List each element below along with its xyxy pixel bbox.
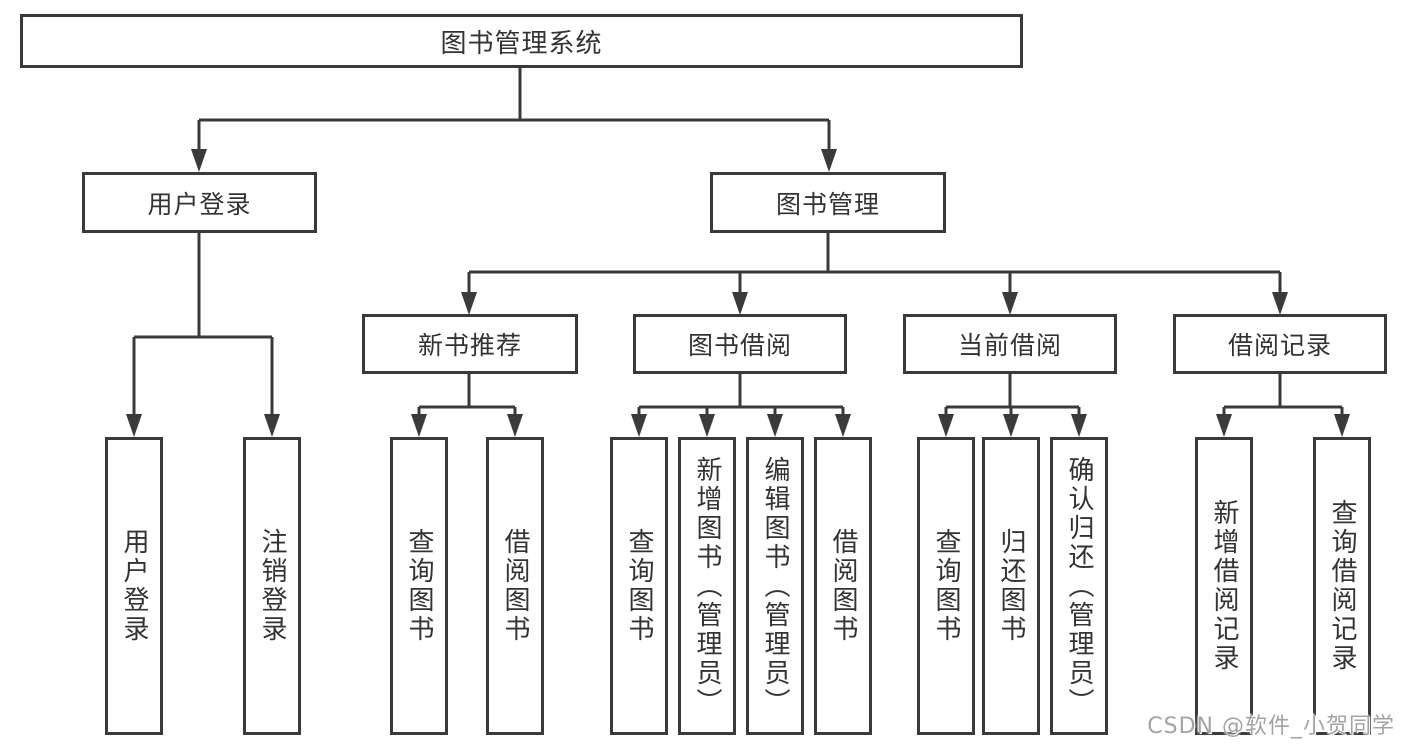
leaf-label: 查询图书 — [931, 528, 961, 644]
arrowhead — [631, 414, 647, 437]
arrowhead — [767, 414, 783, 437]
connector-bookmgmt-to-level3 — [467, 233, 1282, 295]
arrowhead — [938, 414, 954, 437]
leaf-label: 新增图书（管理员） — [692, 455, 722, 717]
leaf-borrow-books-recommend: 借阅图书 — [486, 437, 544, 735]
node-root: 图书管理系统 — [20, 14, 1023, 68]
connector-newbook-to-leaves — [417, 374, 517, 417]
arrowhead — [191, 149, 207, 172]
arrowhead — [126, 414, 142, 437]
node-book-borrowing: 图书借阅 — [633, 314, 847, 374]
arrowhead — [1003, 414, 1019, 437]
arrowhead — [699, 414, 715, 437]
arrowhead — [1216, 414, 1232, 437]
leaf-return-books: 归还图书 — [982, 437, 1040, 735]
leaf-add-borrow-record: 新增借阅记录 — [1195, 437, 1253, 735]
node-borrowing-records: 借阅记录 — [1173, 314, 1387, 374]
arrowhead — [1071, 414, 1087, 437]
leaf-label: 用户登录 — [119, 528, 149, 644]
leaf-query-books-recommend: 查询图书 — [390, 437, 448, 735]
arrowhead — [835, 414, 851, 437]
leaf-borrow-books-borrowing: 借阅图书 — [814, 437, 872, 735]
leaf-user-login: 用户登录 — [105, 437, 163, 735]
node-label: 当前借阅 — [957, 331, 1062, 360]
node-label: 图书借阅 — [687, 331, 792, 360]
arrowhead — [732, 292, 748, 315]
leaf-label: 编辑图书（管理员） — [760, 455, 790, 717]
node-new-book-recommend: 新书推荐 — [362, 314, 578, 374]
leaf-label: 归还图书 — [996, 528, 1026, 644]
arrowhead — [461, 292, 477, 315]
node-label: 用户登录 — [147, 189, 252, 219]
arrowhead — [821, 149, 837, 172]
leaf-add-books-admin: 新增图书（管理员） — [678, 437, 736, 735]
arrowhead — [264, 414, 280, 437]
leaf-label: 借阅图书 — [500, 528, 530, 644]
arrowhead — [507, 414, 523, 437]
arrowhead — [1002, 292, 1018, 315]
connector-root-to-level2 — [197, 68, 831, 152]
leaf-label: 注销登录 — [257, 528, 287, 644]
node-root-label: 图书管理系统 — [440, 28, 603, 59]
leaf-query-borrow-record: 查询借阅记录 — [1313, 437, 1371, 735]
arrowhead — [1272, 292, 1288, 315]
leaf-label: 新增借阅记录 — [1209, 499, 1239, 673]
node-current-borrowing: 当前借阅 — [903, 314, 1117, 374]
leaf-query-books-borrowing: 查询图书 — [610, 437, 668, 735]
node-book-management: 图书管理 — [710, 172, 946, 233]
node-label: 借阅记录 — [1227, 331, 1332, 360]
node-label: 新书推荐 — [417, 331, 522, 360]
leaf-query-books-current: 查询图书 — [917, 437, 975, 735]
arrowhead — [411, 414, 427, 437]
leaf-label: 查询图书 — [404, 528, 434, 644]
leaf-label: 确认归还（管理员） — [1064, 455, 1094, 717]
leaf-logout: 注销登录 — [243, 437, 301, 735]
node-user-login-branch: 用户登录 — [82, 172, 317, 233]
connector-borrowing-to-leaves — [637, 374, 845, 417]
node-label: 图书管理 — [775, 189, 880, 219]
connector-userlogin-to-leaves — [132, 233, 274, 417]
csdn-watermark: CSDN @软件_小贺同学 — [1147, 714, 1395, 739]
leaf-confirm-return-admin: 确认归还（管理员） — [1050, 437, 1108, 735]
connector-current-to-leaves — [944, 374, 1081, 417]
arrowhead — [1334, 414, 1350, 437]
leaf-label: 查询图书 — [624, 528, 654, 644]
leaf-label: 查询借阅记录 — [1327, 499, 1357, 673]
leaf-label: 借阅图书 — [828, 528, 858, 644]
leaf-edit-books-admin: 编辑图书（管理员） — [746, 437, 804, 735]
connector-records-to-leaves — [1222, 374, 1344, 417]
